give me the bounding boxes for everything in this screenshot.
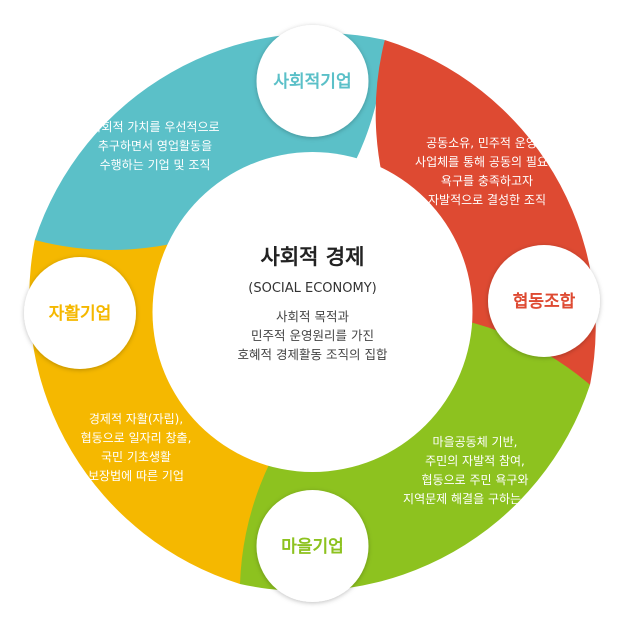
center-desc-line: 민주적 운영원리를 가진 — [251, 328, 374, 343]
cooperative-desc-line: 사업체를 통해 공동의 필요와 — [415, 155, 559, 169]
badge-social-enterprise: 사회적기업 — [256, 25, 369, 137]
center-title: 사회적 경제 — [261, 245, 365, 269]
center-desc-line: 호혜적 경제활동 조직의 집합 — [238, 347, 388, 362]
self-support-enterprise-desc-line: 협동으로 일자리 창출, — [81, 431, 192, 445]
center-subtitle: (SOCIAL ECONOMY) — [248, 281, 376, 296]
segment-badges: 사회적기업 협동조합 마을기업 자활기업 — [24, 25, 600, 602]
badge-cooperative: 협동조합 — [488, 245, 600, 357]
village-enterprise-desc-line: 주민의 자발적 참여, — [425, 454, 525, 468]
cooperative-desc-line: 공동소유, 민주적 운영의 — [426, 136, 548, 150]
self-support-enterprise-desc-line: 국민 기초생활 — [101, 450, 171, 464]
center-desc-line: 사회적 목적과 — [276, 309, 349, 324]
cooperative-desc-line: 욕구를 충족하고자 — [441, 174, 533, 188]
badge-circle — [24, 257, 136, 369]
badge-label-self-support-enterprise: 자활기업 — [49, 303, 112, 324]
village-enterprise-desc-line: 마을공동체 기반, — [433, 435, 518, 449]
village-enterprise-desc-line: 협동으로 주민 욕구와 — [422, 473, 529, 487]
badge-circle — [256, 25, 369, 137]
center-disc — [152, 152, 473, 472]
cooperative-desc-line: 자발적으로 결성한 조직 — [428, 193, 546, 207]
social-enterprise-desc-line: 사회적 가치를 우선적으로 — [90, 120, 219, 134]
segment-descriptions: 사회적 가치를 우선적으로 추구하면서 영업활동을 수행하는 기업 및 조직 공… — [81, 120, 559, 506]
badge-label-cooperative: 협동조합 — [513, 291, 576, 312]
social-enterprise-desc-line: 추구하면서 영업활동을 — [98, 139, 212, 153]
badge-circle — [256, 490, 369, 602]
badge-self-support-enterprise: 자활기업 — [24, 257, 136, 369]
village-enterprise-desc-line: 지역문제 해결을 구하는 기업 — [403, 492, 547, 506]
badge-label-social-enterprise: 사회적기업 — [273, 72, 351, 92]
center-text: 사회적 경제 (SOCIAL ECONOMY) 사회적 목적과 민주적 운영원리… — [238, 245, 388, 362]
self-support-enterprise-desc-line: 보장법에 따른 기업 — [88, 469, 184, 483]
self-support-enterprise-desc-line: 경제적 자활(자립), — [89, 412, 183, 426]
badge-village-enterprise: 마을기업 — [256, 490, 369, 602]
badge-circle — [488, 245, 600, 357]
badge-label-village-enterprise: 마을기업 — [281, 537, 344, 557]
social-enterprise-desc-line: 수행하는 기업 및 조직 — [100, 157, 211, 172]
